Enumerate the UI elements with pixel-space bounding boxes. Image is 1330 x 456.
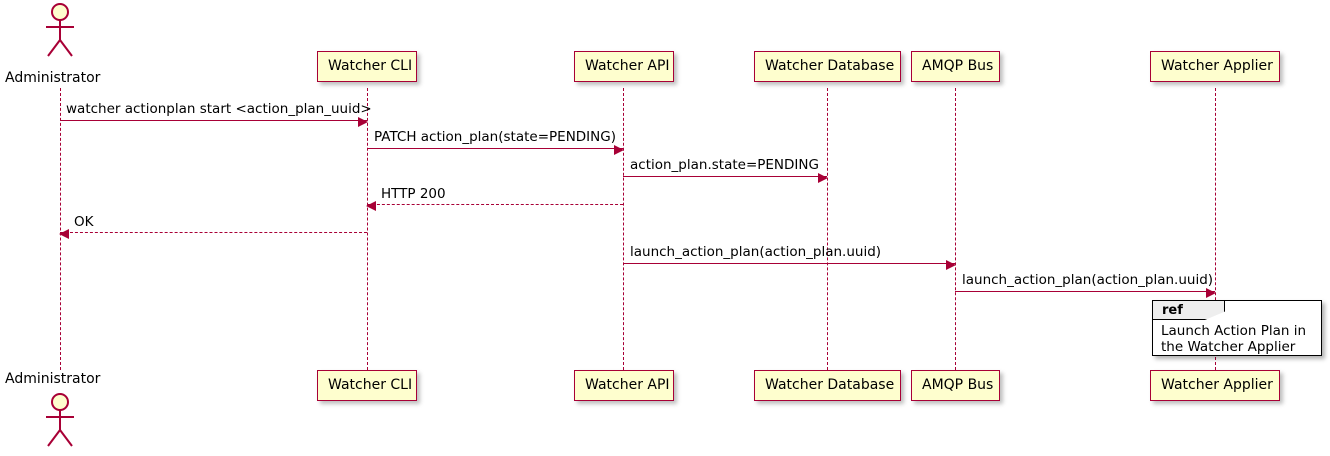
arrowhead-right-icon <box>358 116 368 127</box>
message-label-ok: OK <box>74 214 94 230</box>
participant-amqp-bus-top[interactable]: AMQP Bus <box>911 51 1000 82</box>
actor-administrator-bottom[interactable] <box>40 392 80 448</box>
arrowhead-right-icon <box>946 259 956 270</box>
participant-watcher-api-bottom[interactable]: Watcher API <box>574 370 674 401</box>
lifeline-watcher-api <box>623 88 624 370</box>
lifeline-watcher-applier <box>1215 88 1216 370</box>
message-label-http-200: HTTP 200 <box>381 186 446 202</box>
participant-amqp-bus-bottom[interactable]: AMQP Bus <box>911 370 1000 401</box>
message-arrow-action-plan-state-pending <box>623 172 828 183</box>
actor-label-administrator-top: Administrator <box>5 70 101 86</box>
message-label-launch-action-plan-to-applier: launch_action_plan(action_plan.uuid) <box>962 272 1214 288</box>
actor-label-administrator-bottom: Administrator <box>5 371 101 387</box>
message-arrow-watcher-actionplan-start <box>60 116 368 127</box>
lifeline-watcher-database <box>827 88 828 370</box>
lifeline-amqp-bus <box>955 88 956 370</box>
message-arrow-launch-action-plan-to-amqp <box>623 259 956 270</box>
message-label-launch-action-plan-to-amqp: launch_action_plan(action_plan.uuid) <box>630 244 882 260</box>
message-arrow-launch-action-plan-to-applier <box>955 287 1216 298</box>
message-arrow-http-200 <box>366 200 623 211</box>
participant-watcher-cli-top[interactable]: Watcher CLI <box>317 51 417 82</box>
message-label-watcher-actionplan-start: watcher actionplan start <action_plan_uu… <box>66 101 372 117</box>
lifeline-watcher-cli <box>367 88 368 370</box>
arrowhead-right-icon <box>818 172 828 183</box>
message-arrow-ok <box>59 228 367 239</box>
participant-watcher-database-bottom[interactable]: Watcher Database <box>754 370 901 401</box>
participant-watcher-api-top[interactable]: Watcher API <box>574 51 674 82</box>
message-label-patch-action-plan: PATCH action_plan(state=PENDING) <box>374 129 616 145</box>
message-arrow-patch-action-plan <box>367 144 624 155</box>
participant-watcher-database-top[interactable]: Watcher Database <box>754 51 901 82</box>
arrowhead-left-icon <box>59 228 69 239</box>
participant-watcher-applier-bottom[interactable]: Watcher Applier <box>1150 370 1280 401</box>
actor-administrator-top[interactable] <box>40 2 80 58</box>
arrowhead-right-icon <box>614 144 624 155</box>
arrowhead-left-icon <box>366 200 376 211</box>
participant-watcher-applier-top[interactable]: Watcher Applier <box>1150 51 1280 82</box>
message-label-action-plan-state-pending: action_plan.state=PENDING <box>630 157 819 173</box>
ref-fragment[interactable]: ref Launch Action Plan in the Watcher Ap… <box>1152 300 1322 356</box>
ref-fragment-text: Launch Action Plan in the Watcher Applie… <box>1161 323 1307 355</box>
arrowhead-right-icon <box>1206 287 1216 298</box>
participant-watcher-cli-bottom[interactable]: Watcher CLI <box>317 370 417 401</box>
ref-fragment-keyword: ref <box>1153 301 1225 320</box>
